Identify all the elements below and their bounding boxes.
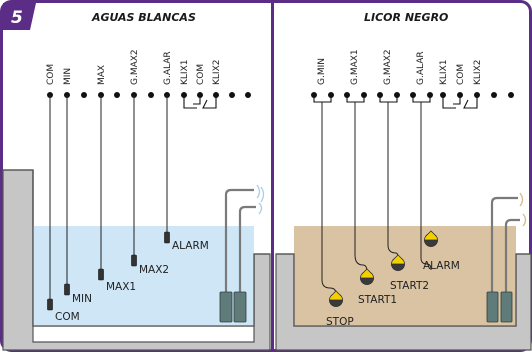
left-water	[33, 226, 254, 326]
float-tag: ALARM	[423, 260, 460, 272]
right-liquor	[294, 226, 516, 326]
submersible-pump-icon	[219, 291, 233, 323]
level-probe-icon	[131, 254, 137, 267]
right-terminal-labels: G.MIN G.MAX1 G.MAX2 G.ALAR KLIX1 COM KLI…	[317, 49, 483, 85]
float-tag: START2	[390, 280, 429, 292]
terminal-dot	[114, 92, 120, 98]
discharge-pipe-icon	[224, 188, 254, 292]
probe-tag: MAX2	[139, 264, 169, 276]
discharge-pipe-icon	[504, 218, 520, 292]
discharge-pipe-icon	[238, 205, 256, 292]
relay-contact-icon	[442, 95, 478, 109]
figure-number-badge	[3, 3, 36, 30]
probe-tag: COM	[55, 311, 80, 323]
level-probe-icon	[47, 298, 53, 311]
float-switch-icon	[424, 230, 438, 247]
terminal-label: COM	[196, 64, 206, 85]
submersible-pump-icon	[486, 291, 499, 323]
terminal-label: G.ALAR	[416, 51, 426, 85]
terminal-dot	[148, 92, 154, 98]
terminal-label: G.MAX1	[350, 49, 360, 85]
float-switch-icon	[391, 254, 405, 271]
terminal-label: KLIX1	[180, 60, 190, 85]
terminal-label: G.MIN	[317, 58, 327, 85]
probe-tag: MAX1	[106, 281, 136, 293]
level-probe-icon	[64, 283, 70, 296]
terminal-label: G.ALAR	[163, 51, 173, 85]
terminal-label: COM	[46, 64, 56, 85]
terminal-dot	[81, 92, 87, 98]
terminal-dot	[245, 92, 251, 98]
probe-tag: ALARM	[172, 240, 209, 252]
right-panel-title: LICOR NEGRO	[364, 11, 448, 24]
terminal-label: KLIX1	[439, 60, 449, 85]
figure-number: 5	[11, 8, 23, 28]
right-discharge-pipes	[490, 196, 520, 292]
float-switch-icon	[329, 290, 343, 307]
terminal-label: G.MAX2	[130, 49, 140, 85]
terminal-label: MIN	[63, 68, 73, 85]
terminal-dot	[491, 92, 497, 98]
terminal-label: KLIX2	[212, 60, 222, 85]
probe-tag: MIN	[72, 293, 92, 305]
terminal-label: G.MAX2	[383, 49, 393, 85]
level-probe-icon	[98, 268, 104, 281]
float-tag: STOP	[326, 316, 354, 328]
left-probe-wires	[49, 95, 168, 300]
submersible-pump-icon	[233, 291, 247, 323]
terminal-dot	[508, 92, 514, 98]
left-terminal-labels: COM MIN MAX G.MAX2 G.ALAR KLIX1 COM KLIX…	[46, 49, 222, 85]
terminal-label: KLIX2	[473, 60, 483, 85]
float-tag: START1	[358, 294, 397, 306]
submersible-pump-icon	[500, 291, 513, 323]
terminal-label: MAX	[97, 65, 107, 85]
relay-contact-icon	[183, 95, 217, 109]
level-probe-icon	[164, 231, 170, 244]
float-switch-icon	[360, 268, 374, 285]
terminal-dot	[229, 92, 235, 98]
left-panel-title: AGUAS BLANCAS	[91, 11, 196, 24]
terminal-label: COM	[456, 64, 466, 85]
discharge-pipe-icon	[490, 196, 518, 292]
left-discharge-pipes	[224, 188, 256, 292]
